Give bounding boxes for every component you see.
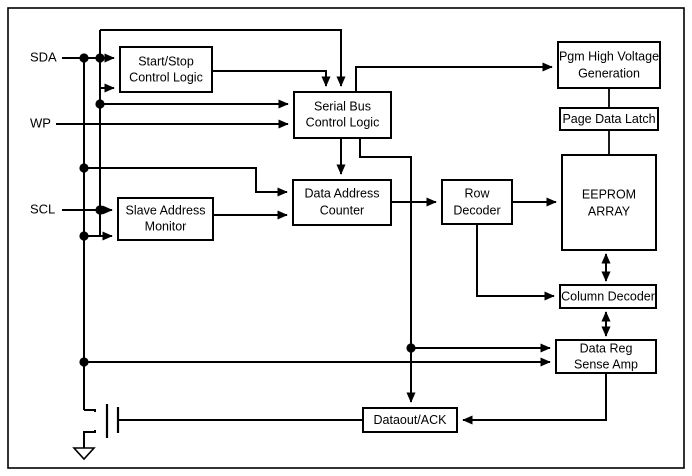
wire-sda-top-rail-to-serial-bus — [100, 29, 346, 87]
wire-transistor-drain — [84, 409, 96, 412]
wire-transistor-source — [83, 430, 96, 448]
block-label-line: Slave Address — [126, 203, 206, 217]
block-start-stop-control-logic[interactable]: Start/Stop Control Logic — [119, 46, 213, 93]
wire-sda-to-data-address-counter — [84, 167, 288, 197]
block-outline — [292, 179, 392, 226]
block-dataout-ack[interactable]: Dataout/ACK — [362, 407, 458, 433]
block-label-line: Sense Amp — [574, 357, 638, 371]
block-page-data-latch[interactable]: Page Data Latch — [559, 107, 659, 131]
block-label-line: Dataout/ACK — [374, 413, 448, 427]
block-outline — [293, 91, 392, 139]
block-label-line: Pgm High Voltage — [559, 49, 659, 63]
wire-data-reg-to-dataout-ack — [462, 373, 607, 425]
block-label-line: Decoder — [453, 203, 500, 217]
block-label-line: Monitor — [145, 219, 187, 233]
block-label-line: Generation — [578, 66, 640, 80]
junction-dot — [79, 53, 89, 63]
wire-layer — [56, 29, 611, 448]
junction-dot — [79, 357, 89, 367]
block-outline — [559, 107, 659, 131]
block-pgm-high-voltage-generation[interactable]: Pgm High Voltage Generation — [557, 41, 661, 89]
pin-label-scl: SCL — [30, 201, 55, 216]
block-label-line: Data Reg — [580, 341, 633, 355]
block-outline — [555, 339, 657, 374]
block-outline — [117, 197, 214, 241]
block-label-line: Row — [464, 186, 490, 200]
pin-label-layer: SDA WP SCL — [30, 49, 57, 216]
block-row-decoder[interactable]: Row Decoder — [441, 179, 513, 225]
open-drain-transistor-symbol — [105, 404, 120, 438]
block-column-decoder[interactable]: Column Decoder — [559, 284, 657, 309]
block-outline — [559, 284, 657, 309]
wire-row-decoder-to-column-decoder — [476, 224, 555, 301]
block-eeprom-array[interactable]: EEPROM ARRAY — [561, 154, 657, 251]
block-data-address-counter[interactable]: Data Address Counter — [292, 179, 392, 226]
block-serial-bus-control-logic[interactable]: Serial Bus Control Logic — [293, 91, 392, 139]
junction-dot — [95, 53, 105, 63]
junction-dot — [79, 163, 89, 173]
block-label-line: Start/Stop — [138, 54, 194, 68]
pin-label-wp: WP — [30, 115, 51, 130]
junction-dot — [79, 231, 89, 241]
junction-dot — [406, 343, 416, 353]
block-label-line: Data Address — [304, 186, 379, 200]
junction-dot — [95, 205, 105, 215]
pin-label-sda: SDA — [30, 49, 57, 64]
block-label-line: Column Decoder — [561, 289, 655, 303]
junction-layer — [79, 53, 416, 367]
wire-serial-bus-to-pgm-high-voltage — [355, 62, 553, 92]
block-label-line: Page Data Latch — [562, 112, 655, 126]
wire-start-stop-to-serial-bus — [212, 70, 331, 87]
block-data-reg-sense-amp[interactable]: Data Reg Sense Amp — [555, 339, 657, 374]
junction-dot — [95, 99, 105, 109]
block-slave-address-monitor[interactable]: Slave Address Monitor — [117, 197, 214, 241]
wire-serial-bus-to-dataout-trunk — [359, 138, 416, 403]
block-label-line: ARRAY — [588, 204, 631, 218]
block-label-line: EEPROM — [582, 187, 636, 201]
block-label-line: Serial Bus — [314, 99, 371, 113]
block-outline — [119, 46, 213, 93]
block-label-line: Control Logic — [129, 70, 203, 84]
ground-symbol — [72, 447, 96, 461]
block-outline — [441, 179, 513, 225]
block-outline — [362, 407, 458, 433]
block-label-line: Counter — [320, 203, 364, 217]
block-outline — [557, 41, 661, 89]
block-outline — [561, 154, 657, 251]
block-label-line: Control Logic — [306, 115, 380, 129]
